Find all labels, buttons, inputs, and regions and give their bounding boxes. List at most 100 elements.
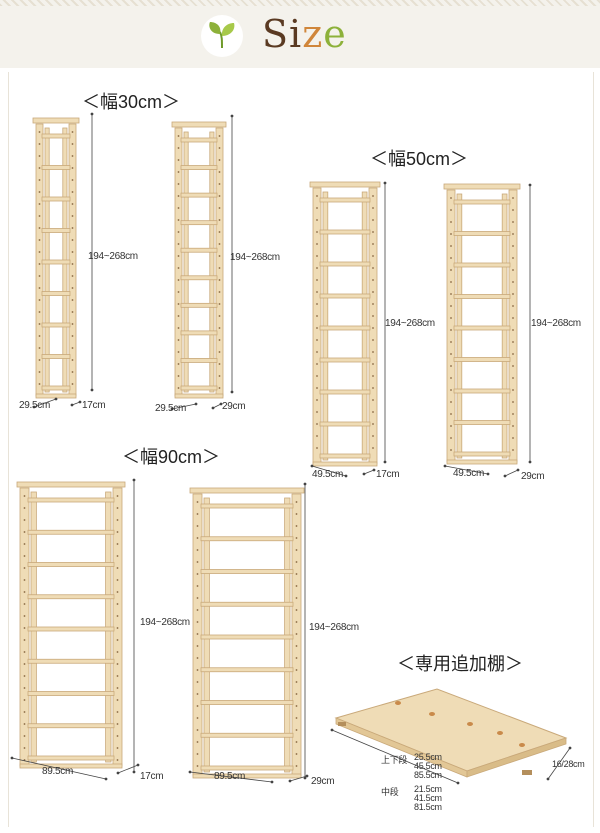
extra-shelf-side-edge [466,737,567,778]
peg-hole [116,603,119,605]
peg-hole [116,735,119,737]
shelf-board [200,634,294,640]
peg-hole [116,759,119,761]
peg-hole [71,203,74,205]
header-stripe [0,0,600,6]
peg-hole [372,447,374,449]
peg-hole [450,377,452,379]
peg-hole [177,207,180,209]
peg-hole [177,195,180,197]
peg-hole [23,591,26,593]
peg-hole [38,311,41,313]
depth-line-w90-b-end [288,779,292,783]
depth-label-w90-b: 29cm [311,776,335,787]
peg-hole [23,687,26,689]
height-label-w50-b: 194~268cm [531,318,581,329]
peg-hole [372,303,374,305]
wood-knot [497,731,503,735]
peg-hole [71,227,74,229]
peg-hole [196,657,199,659]
peg-hole [512,365,514,367]
shelf-base [192,773,302,779]
peg-hole [512,305,514,307]
shelf-length-line [331,729,459,784]
peg-hole [295,633,298,635]
peg-hole [512,269,514,271]
peg-hole [116,579,119,581]
peg-hole [512,389,514,391]
depth-line-w30-a [71,401,81,406]
peg-hole [450,437,452,439]
peg-hole [71,323,74,325]
shelf-board [319,261,371,267]
peg-hole [177,159,180,161]
title-letter-z: z [302,12,324,56]
peg-hole [295,753,298,755]
depth-label-w90-a: 17cm [140,771,164,782]
shelf-base [19,763,123,769]
peg-hole [512,257,514,259]
peg-hole [295,609,298,611]
peg-hole [372,231,374,233]
peg-hole [38,299,41,301]
shelf-board [453,388,511,394]
peg-hole [71,167,74,169]
width-line-w90-b-end [188,770,192,774]
peg-hole [71,179,74,181]
peg-hole [38,323,41,325]
peg-hole [450,305,452,307]
peg-hole [177,387,180,389]
height-label-w30-b: 194~268cm [230,252,280,263]
peg-hole [372,243,374,245]
peg-hole [316,423,318,425]
shelf-board [180,302,218,308]
peg-hole [116,675,119,677]
peg-hole [450,341,452,343]
peg-hole [23,735,26,737]
peg-hole [512,197,514,199]
shelf-board [180,137,218,143]
peg-hole [196,705,199,707]
shelf-board [27,755,115,761]
peg-hole [218,351,221,353]
shelf-board [41,196,71,202]
height-label-w90-b: 194~268cm [309,622,359,633]
peg-hole [71,239,74,241]
peg-hole [450,413,452,415]
peg-hole [23,663,26,665]
peg-hole [196,693,199,695]
middle-shelf-label: 中段 [381,787,399,797]
peg-hole [23,627,26,629]
peg-hole [23,579,26,581]
peg-hole [372,435,374,437]
peg-hole [512,437,514,439]
peg-hole [23,675,26,677]
shelf-length-line-end [456,781,460,785]
shelf-board [319,293,371,299]
shelf-board [453,357,511,362]
width-line-w50-b [444,465,489,475]
peg-hole [512,221,514,223]
peg-hole [372,351,374,353]
peg-hole [38,371,41,373]
peg-hole [218,279,221,281]
peg-hole [116,627,119,629]
extra-shelf-foot [522,770,532,775]
shelf-board [453,420,511,425]
shelf-board [200,732,294,738]
shelf-base [446,459,518,465]
width-line-w90-b [189,771,273,783]
peg-hole [38,131,41,133]
peg-hole [295,585,298,587]
peg-hole [450,401,452,403]
peg-hole [218,219,221,221]
peg-hole [450,293,452,295]
shelf-board [27,594,115,600]
shelf-board [453,231,511,236]
peg-hole [196,621,199,623]
height-line-w90-b-end [303,482,307,486]
width-line-w50-a-end [310,464,314,468]
height-line-w90-a-end [132,478,136,482]
shelf-board [319,229,371,235]
peg-hole [38,155,41,157]
